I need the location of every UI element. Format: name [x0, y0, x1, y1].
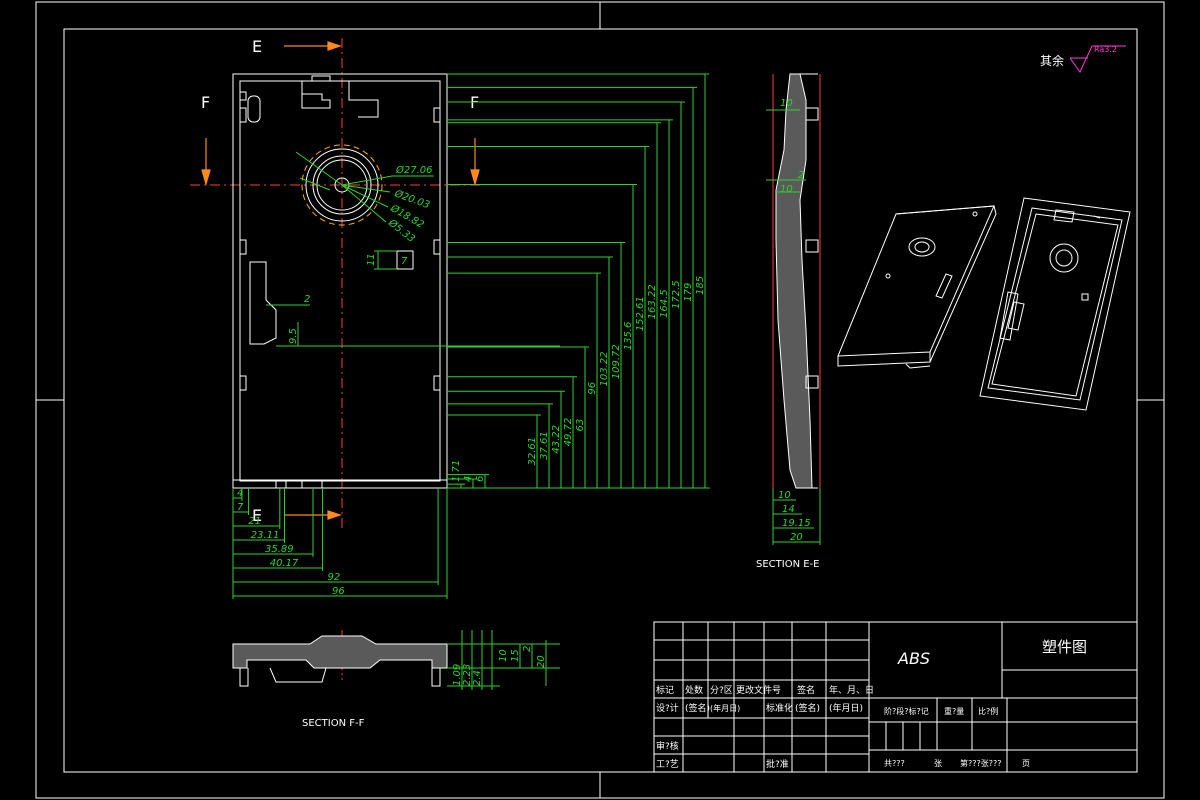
tb-standard-sign: (签名) [795, 702, 820, 714]
right-dim-value: 6 [475, 476, 486, 482]
sheet-border [35, 1, 1165, 799]
tb-sheet-page: 页 [1022, 759, 1030, 768]
section-f-f-profile [232, 635, 448, 669]
section-mark-f-right: F [470, 93, 479, 112]
right-dim-value: 63 [575, 419, 586, 432]
right-dim-value: 135.6 [623, 322, 634, 351]
dim-ee-10-top: 10 [780, 98, 793, 109]
tb-design-date: (年月日) [710, 703, 740, 713]
dim-ff-2-4: 2.4 [472, 670, 483, 686]
tb-label-review: 审?核 [656, 740, 679, 752]
roughness-value: Ra3.2 [1094, 45, 1117, 54]
tb-label-standard: 标准化 [766, 702, 793, 714]
right-dimension-chain [447, 73, 710, 489]
tb-label-process: 工?艺 [656, 759, 679, 770]
section-mark-f-left: F [201, 93, 210, 112]
section-mark-e-bottom: E [252, 506, 262, 525]
title-block: ABS 塑件图 标记 处数 分?区 更改文件号 签名 年、月、日 设?计 (签名… [653, 621, 1138, 773]
isometric-view-front [837, 205, 997, 369]
tb-label-design: 设?计 [656, 702, 679, 714]
dim-slot-11: 11 [366, 253, 377, 266]
dim-ee-10: 10 [778, 490, 791, 501]
dim-ee-19-15: 19.15 [782, 518, 811, 529]
tb-label-weight: 重?量 [944, 706, 964, 716]
roughness-symbol: 其余 Ra3.2 [1040, 45, 1126, 73]
dim-ee-10-mid: 10 [780, 184, 793, 195]
right-dim-value: 172.5 [671, 280, 682, 309]
right-dimension-labels: 185179172.5164.5163.22152.61135.6109.721… [451, 276, 706, 482]
dim-ff-10: 10 [498, 649, 509, 662]
section-f-f: 1.09 2.23 2.4 10 15 20 2 SECTION F-F [232, 630, 560, 729]
tb-sheet-total: 共??? [884, 759, 905, 768]
tb-label-scale: 比?例 [978, 706, 998, 716]
right-dim-value: 32.61 [527, 437, 538, 466]
section-e-e-label: SECTION E-E [756, 559, 819, 570]
isometric-view-back [979, 197, 1131, 411]
bottom-dim-value: 40.17 [270, 558, 299, 569]
bottom-dim-value: 92 [328, 572, 341, 583]
right-dim-value: 37.61 [539, 431, 550, 460]
bottom-dim-value: 21 [248, 516, 261, 527]
dim-ee-14: 14 [782, 504, 795, 515]
right-dim-value: 4 [463, 476, 474, 482]
right-dim-value: 43.22 [551, 425, 562, 454]
bottom-dimension-chain [232, 488, 448, 599]
tb-sheet-unit: 张 [934, 759, 942, 768]
bottom-dim-value: 7 [237, 502, 244, 513]
dim-ff-2: 2 [522, 646, 533, 652]
right-dim-value: 1.71 [451, 460, 462, 482]
dim-ee-2: 2 [798, 170, 804, 181]
bottom-dim-value: 23.11 [251, 530, 280, 541]
section-f-f-label: SECTION F-F [302, 718, 365, 729]
section-mark-e-top: E [252, 37, 262, 56]
bottom-dim-value: 96 [332, 586, 345, 597]
front-view: E E F F Ø27.06 Ø20.03 Ø18.82 Ø5.33 11 7 [190, 37, 710, 599]
dim-ff-2-23: 2.23 [462, 664, 473, 686]
right-dim-value: 109.72 [611, 344, 622, 379]
tb-design-sign: (签名) [685, 702, 710, 714]
tb-label-approve: 批?准 [766, 758, 789, 770]
section-e-e: 10 2 10 10 14 19.15 20 SECTION E-E [756, 73, 821, 570]
tb-standard-date: (年月日) [829, 702, 863, 714]
dim-ff-1-09: 1.09 [452, 664, 463, 686]
right-dim-value: 164.5 [659, 289, 670, 318]
dim-dia-27: Ø27.06 [395, 164, 433, 176]
bottom-dimension-labels: 4 7 21 23.11 35.89 40.17 92 96 [237, 488, 345, 597]
tb-label-sign: 签名 [797, 684, 815, 696]
section-e-e-profile [775, 73, 813, 489]
tb-label-mark: 标记 [656, 684, 674, 696]
dim-ff-15: 15 [510, 649, 521, 662]
tb-label-count: 处数 [685, 684, 703, 696]
tb-label-zone: 分?区 [710, 685, 733, 696]
bottom-dim-value: 4 [237, 488, 243, 499]
right-dim-value: 49.72 [563, 418, 574, 447]
right-dim-value: 96 [587, 382, 598, 395]
roughness-prefix: 其余 [1040, 53, 1064, 68]
dim-ff-20: 20 [536, 655, 547, 668]
bottom-dim-value: 35.89 [265, 544, 294, 555]
dim-slot-7: 7 [401, 256, 408, 267]
right-dim-value: 179 [683, 283, 694, 302]
drawing-name: 塑件图 [1042, 638, 1087, 656]
material-value: ABS [897, 649, 930, 668]
right-dim-value: 152.61 [635, 296, 646, 331]
tb-label-change-doc: 更改文件号 [736, 684, 781, 696]
dim-ee-20: 20 [790, 532, 803, 543]
right-dim-value: 163.22 [647, 284, 658, 319]
dim-2: 2 [304, 294, 310, 305]
right-dim-value: 185 [695, 276, 706, 295]
tb-label-date: 年、月、日 [829, 684, 874, 696]
tb-label-stage: 阶?段?标?记 [884, 706, 929, 716]
tb-sheet-number: 第???张??? [960, 758, 1001, 768]
dim-9-5: 9.5 [288, 328, 299, 344]
right-dim-value: 103.22 [599, 352, 610, 387]
